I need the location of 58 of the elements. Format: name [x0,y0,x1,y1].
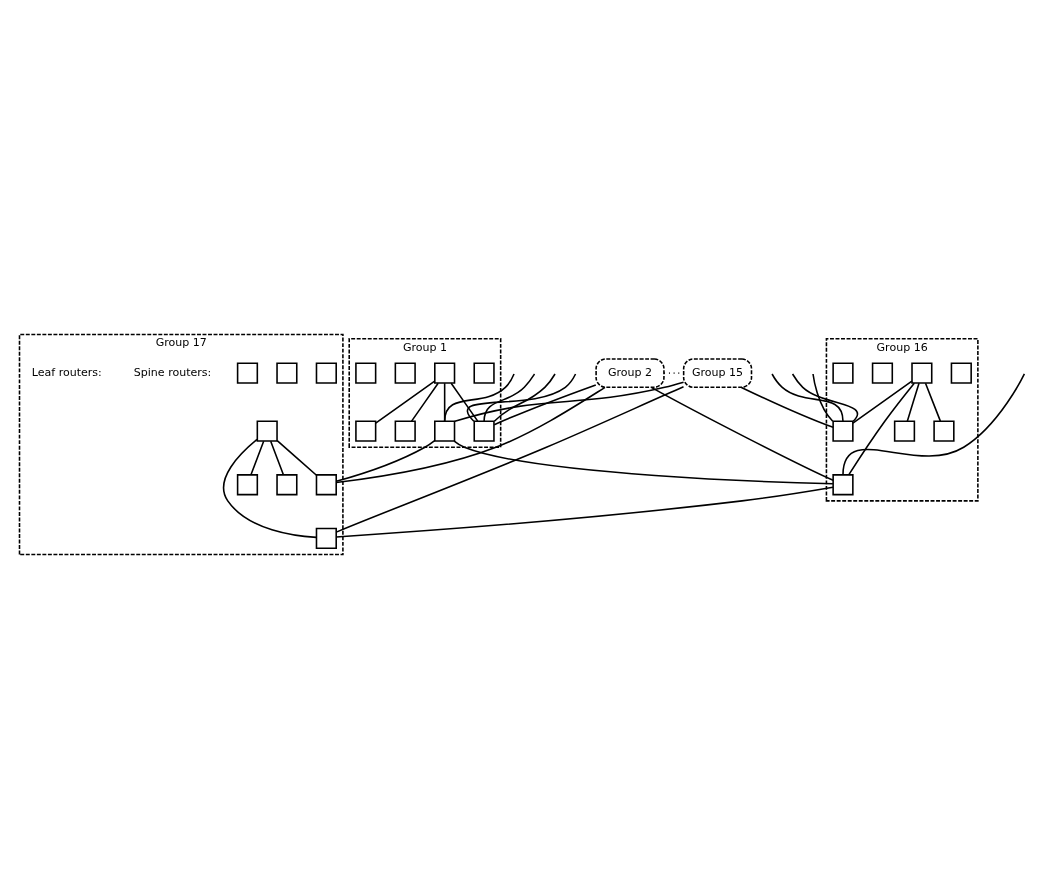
connector [852,380,913,424]
connector [374,380,436,424]
connector [276,439,318,477]
connector [222,438,318,539]
connector [924,382,942,422]
node-box [950,362,972,384]
connector [335,386,606,484]
connector [250,440,265,476]
node-box [236,474,259,496]
node-box [832,420,854,442]
node-box [355,362,377,384]
connector [453,440,834,485]
connector [269,440,285,476]
node-box [434,362,456,384]
connector [906,382,920,422]
connector [740,386,834,429]
node-box [434,420,456,442]
connector [812,373,834,423]
node-box [276,362,298,384]
node-box [911,362,933,384]
node-box [832,474,854,496]
cluster: Group 16 [825,338,979,502]
connector [466,373,577,423]
connector [450,382,479,422]
node-box [394,362,416,384]
node-box [315,527,337,549]
node-box [473,362,495,384]
connector [493,384,597,426]
connector [335,439,436,483]
node-box [394,420,416,442]
connector [410,382,439,422]
node-box [315,474,337,496]
connector [335,386,685,533]
connector [842,373,1026,476]
node-box [256,420,278,442]
connector [483,373,536,423]
node-box [355,420,377,442]
cluster: Group 1 [348,338,502,449]
node-box [236,362,259,384]
connector [847,382,916,476]
label: Spine routers: [133,366,212,380]
node-box: Group 15 [682,358,753,389]
node-box [276,474,298,496]
label: Leaf routers: [31,366,102,380]
node-box [893,420,916,442]
connector [453,381,685,423]
connector [443,373,515,423]
connector [791,373,859,423]
node-box [315,362,337,384]
node-box [473,420,495,442]
connector [335,486,834,538]
node-box [933,420,955,442]
node-box: Group 2 [595,358,665,389]
connector [771,373,844,423]
node-box [871,362,894,384]
connector [493,373,556,423]
node-box [832,362,854,384]
connector [650,386,834,482]
